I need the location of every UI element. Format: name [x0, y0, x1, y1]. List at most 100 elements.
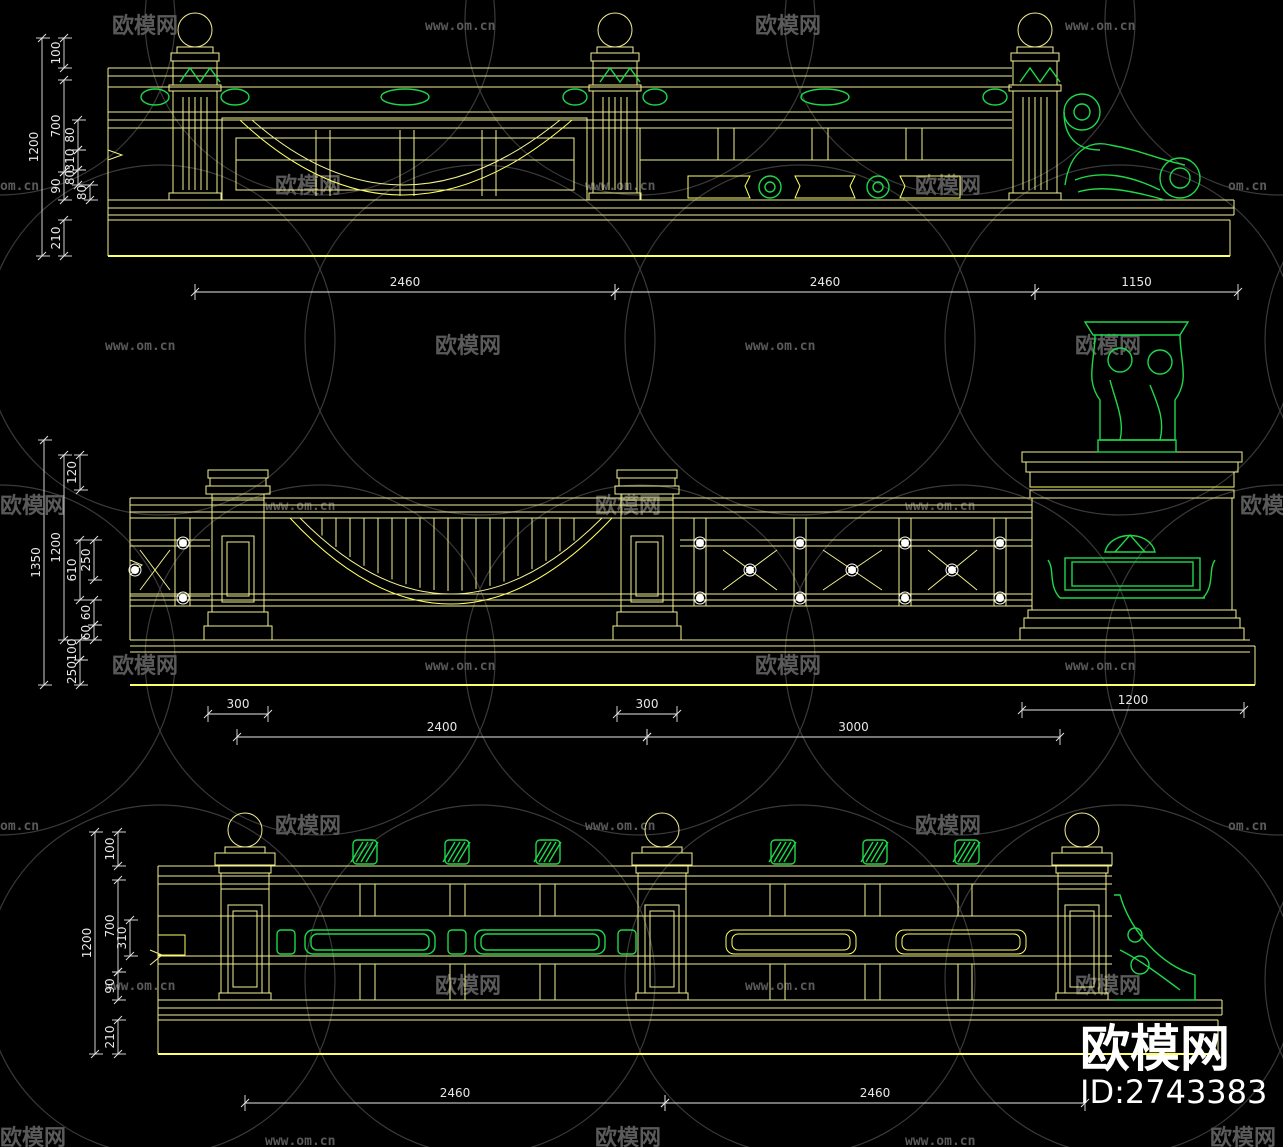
cube-hatch: [457, 841, 471, 863]
dimension-label: 2400: [427, 720, 458, 734]
watermark-arc: [624, 164, 976, 516]
horizontal-dimension: [642, 729, 1065, 745]
medallion-ornament: [764, 181, 776, 193]
watermark-brand: 欧模网: [0, 493, 66, 519]
watermark-brand: 欧模网: [112, 653, 178, 679]
dim-tick: [1017, 705, 1027, 715]
dimension-label: 80: [63, 127, 77, 142]
top-rails: [108, 67, 1012, 129]
watermark-arc: [0, 804, 336, 1147]
watermark-url: om.cn: [0, 819, 39, 834]
vertical-dimension: [112, 1015, 126, 1059]
dimension-label: 300: [227, 697, 250, 711]
horizontal-dimension: [203, 706, 273, 722]
arc-baluster-panel: [289, 517, 613, 605]
small-lozenge: [276, 929, 296, 955]
cube-outline: [444, 839, 470, 865]
balustrade-elevation-1: [107, 12, 1235, 257]
dim-tick: [75, 535, 85, 545]
rosette-marker-ring: [945, 563, 959, 577]
watermark-brand: 欧模网: [755, 13, 821, 39]
post-panel: [221, 535, 255, 603]
rosette-marker: [996, 539, 1004, 547]
dimension-label: 610: [65, 559, 79, 582]
dimension-label: 250: [79, 549, 93, 572]
capital-leaf-ornament: [179, 66, 221, 84]
hatched-cube: [768, 839, 797, 865]
rail-break-mark: [107, 149, 124, 161]
vertical-dimension: [36, 33, 50, 261]
horizontal-dimension: [1030, 284, 1243, 300]
green-ornaments-2: [1047, 321, 1216, 599]
dim-tick: [89, 535, 99, 545]
watermark-arc: [1264, 901, 1283, 1059]
rosette-marker: [948, 566, 956, 574]
cube-hatch: [452, 841, 466, 863]
watermark-url: www.om.cn: [585, 179, 655, 194]
dimension-label: 210: [49, 227, 63, 250]
post-panel-inner: [649, 910, 675, 988]
dim-tick: [59, 195, 69, 205]
watermark-arc: [304, 164, 656, 516]
dim-tick: [612, 709, 622, 719]
dimension-label: 3000: [838, 720, 869, 734]
vertical-dimension: [58, 215, 72, 261]
horizontal-dimension: [660, 1095, 1090, 1111]
vertical-dimension: [88, 535, 102, 585]
watermark-url: www.om.cn: [265, 499, 335, 514]
watermark-url: www.om.cn: [425, 659, 495, 674]
dim-tick: [73, 145, 83, 155]
cube-hatch: [962, 841, 976, 863]
dim-tick: [1080, 1098, 1090, 1108]
watermark-arc: [0, 0, 176, 196]
rosette-marker: [901, 594, 909, 602]
dim-tick: [113, 875, 123, 885]
vertical-dimension: [74, 655, 88, 690]
dim-tick: [113, 861, 123, 871]
cube-hatch: [768, 841, 782, 863]
dimension-label: 310: [115, 927, 129, 950]
dimension-label: 80: [63, 170, 77, 185]
watermark-brand: 欧模网: [595, 1125, 661, 1147]
dim-tick: [37, 251, 47, 261]
watermark-brand: 欧模网: [1210, 1125, 1276, 1147]
dim-tick: [90, 827, 100, 837]
watermark-arc: [944, 804, 1283, 1147]
cube-hatch: [548, 841, 562, 863]
dim-tick: [59, 75, 69, 85]
plinth-base: [130, 639, 1256, 686]
green-ornaments-1: [140, 66, 1201, 201]
dim-tick: [89, 595, 99, 605]
watermark-arc: [0, 484, 176, 836]
column-post: [168, 12, 222, 201]
watermark-brand: 欧模网: [435, 973, 501, 999]
rosette-marker-ring: [793, 591, 807, 605]
cube-outline: [862, 839, 888, 865]
cube-outline: [770, 839, 796, 865]
arc-panel: [221, 117, 588, 201]
dim-tick: [90, 1049, 100, 1059]
posts: [168, 12, 1062, 201]
rosette-markers: [128, 536, 1007, 605]
cube-hatch: [875, 841, 889, 863]
dimension-label: 1200: [80, 928, 94, 959]
hatched-cube: [533, 839, 562, 865]
dim-tick: [75, 655, 85, 665]
dim-tick: [113, 995, 123, 1005]
rosette-marker-ring: [176, 591, 190, 605]
dimension-label: 2460: [390, 275, 421, 289]
watermark-brand: 欧模网: [755, 653, 821, 679]
post-panel-inner: [226, 541, 250, 597]
watermark-brand: 欧模网: [595, 493, 661, 519]
dim-tick: [59, 635, 69, 645]
rosette-ornament: [562, 88, 588, 106]
dim-tick: [75, 595, 85, 605]
watermark-brand: 欧模网: [275, 173, 341, 199]
rail-break-mark: [149, 949, 163, 966]
cube-hatch: [952, 841, 966, 863]
dim-tick: [113, 967, 123, 977]
watermark-text-layer: 欧模网 www.om.cn 欧模网 www.om.cn om.cn 欧模网 ww…: [0, 13, 1283, 1147]
watermark-url: www.om.cn: [585, 819, 655, 834]
medallion-ornament: [866, 175, 890, 199]
